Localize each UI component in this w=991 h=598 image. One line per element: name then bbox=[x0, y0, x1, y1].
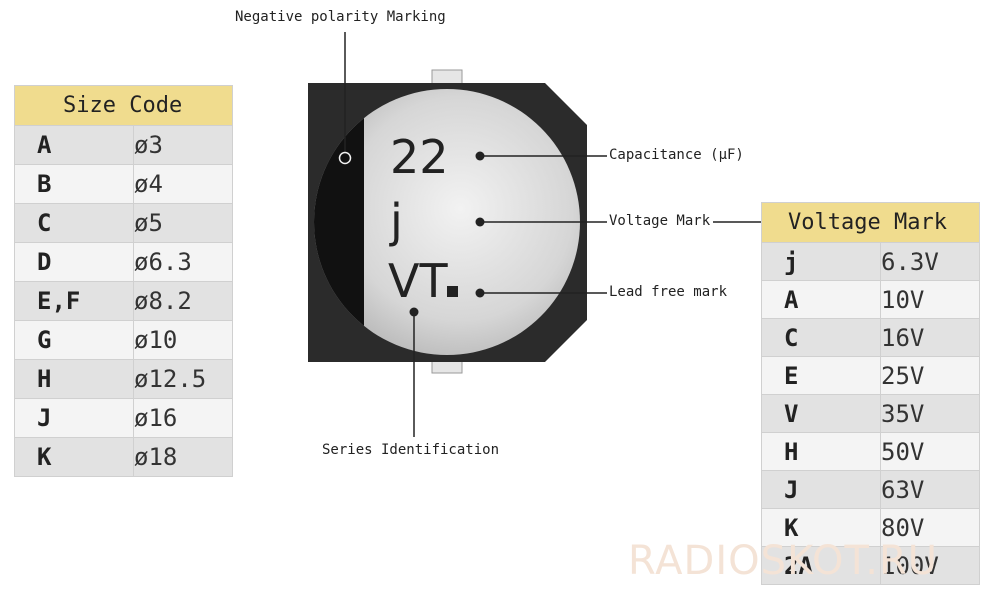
lead-free-dot bbox=[475, 288, 485, 298]
watermark: RADIOSKOT.RU bbox=[628, 538, 939, 584]
voltage-value: 6.3V bbox=[880, 242, 980, 281]
size-diameter: ø3 bbox=[133, 125, 233, 165]
voltage-value: 80V bbox=[880, 508, 980, 547]
voltage-mark-header: Voltage Mark bbox=[761, 202, 980, 243]
voltage-code: 2A bbox=[761, 546, 881, 585]
size-diameter: ø6.3 bbox=[133, 242, 233, 282]
voltage-code: E bbox=[761, 356, 881, 395]
voltage-mark-label: Voltage Mark bbox=[609, 213, 711, 229]
voltage-code: V bbox=[761, 394, 881, 433]
lead-free-square-mark bbox=[447, 286, 458, 297]
size-code: J bbox=[14, 398, 134, 438]
size-diameter: ø10 bbox=[133, 320, 233, 360]
size-code: C bbox=[14, 203, 134, 243]
voltage-value: 35V bbox=[880, 394, 980, 433]
voltage-code: H bbox=[761, 432, 881, 471]
voltage-value: 10V bbox=[880, 280, 980, 319]
capacitance-dot bbox=[475, 151, 485, 161]
voltage-value: 50V bbox=[880, 432, 980, 471]
series-identification-label: Series Identification bbox=[322, 442, 500, 458]
size-code-header: Size Code bbox=[14, 85, 233, 126]
voltage-code: A bbox=[761, 280, 881, 319]
voltage-dot bbox=[475, 217, 485, 227]
voltage-value: 16V bbox=[880, 318, 980, 357]
size-code: D bbox=[14, 242, 134, 282]
capacitance-label: Capacitance (µF) bbox=[609, 147, 744, 163]
voltage-code: j bbox=[761, 242, 881, 281]
voltage-code: J bbox=[761, 470, 881, 509]
size-diameter: ø4 bbox=[133, 164, 233, 204]
voltage-value: 100V bbox=[880, 546, 980, 585]
size-diameter: ø16 bbox=[133, 398, 233, 438]
voltage-code: K bbox=[761, 508, 881, 547]
capacitance-marking: 22 bbox=[390, 130, 449, 184]
negative-polarity-label: Negative polarity Marking bbox=[235, 9, 446, 25]
voltage-value: 25V bbox=[880, 356, 980, 395]
size-diameter: ø8.2 bbox=[133, 281, 233, 321]
negative-polarity-dot bbox=[338, 151, 352, 165]
size-diameter: ø18 bbox=[133, 437, 233, 477]
size-diameter: ø5 bbox=[133, 203, 233, 243]
series-marking: VT bbox=[388, 254, 448, 308]
lead-free-label: Lead free mark bbox=[609, 284, 728, 300]
voltage-code: C bbox=[761, 318, 881, 357]
series-dot bbox=[409, 307, 419, 317]
size-code: K bbox=[14, 437, 134, 477]
size-diameter: ø12.5 bbox=[133, 359, 233, 399]
voltage-marking: j bbox=[390, 194, 403, 248]
size-code: G bbox=[14, 320, 134, 360]
size-code: E,F bbox=[14, 281, 134, 321]
voltage-value: 63V bbox=[880, 470, 980, 509]
